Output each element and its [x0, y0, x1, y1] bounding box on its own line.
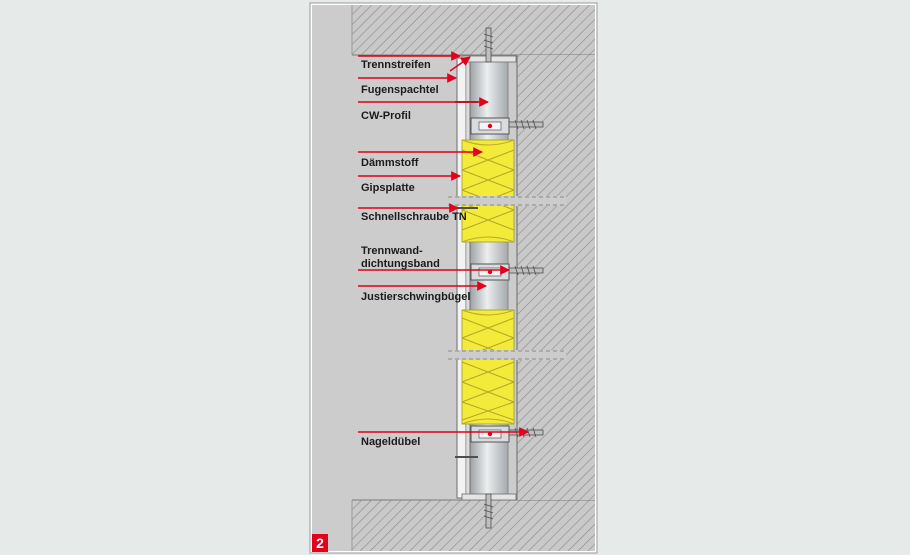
label-trennwand-line1: Trennwand- [361, 245, 423, 257]
screw-icon [483, 27, 494, 63]
label-trennstreifen: Trennstreifen [361, 59, 431, 71]
floor-slab [352, 500, 595, 551]
dowel-icon [508, 119, 544, 130]
label-cw-profil: CW-Profil [361, 110, 411, 122]
figure-number-badge [312, 534, 328, 552]
bracket-1 [470, 117, 510, 135]
label-schnellschraube: Schnellschraube TN [361, 211, 467, 223]
label-daemmstoff: Dämmstoff [361, 157, 419, 169]
bracket-3 [470, 425, 510, 443]
label-justierschwingbuegel: Justierschwingbügel [361, 291, 470, 303]
figure-number: 2 [316, 535, 324, 551]
masonry-wall [517, 55, 595, 500]
label-fugenspachtel: Fugenspachtel [361, 84, 439, 96]
bracket-2 [470, 263, 510, 281]
label-trennwand-line2: dichtungsband [361, 258, 440, 270]
screw-icon [483, 493, 494, 529]
leader-arrows [358, 51, 529, 437]
insulation-upper [461, 139, 515, 243]
ceiling-slab [352, 5, 595, 55]
label-gipsplatte: Gipsplatte [361, 182, 415, 194]
arrow-icon [449, 56, 471, 72]
break-line-lower [448, 350, 566, 360]
insulation-lower [461, 309, 515, 425]
label-nageldeubel: Nageldübel [361, 436, 420, 448]
break-line-upper [448, 196, 566, 206]
